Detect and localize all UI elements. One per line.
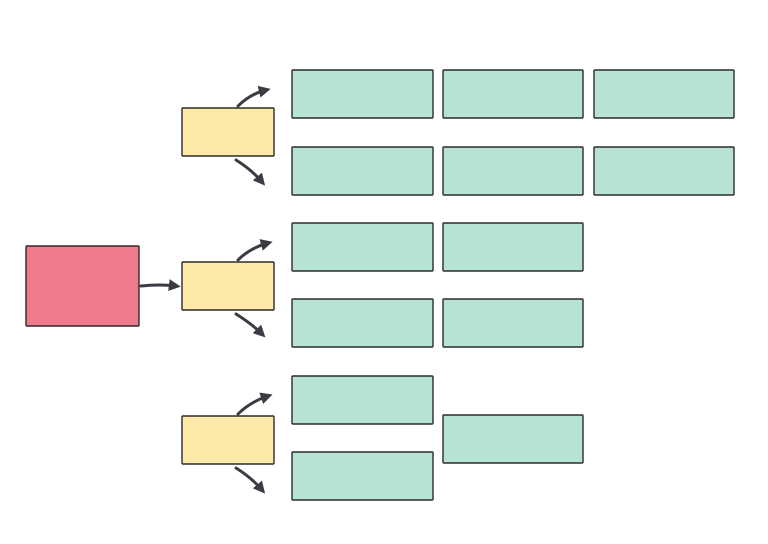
leaf-node — [291, 375, 434, 425]
branch-1-down-arrow — [234, 158, 266, 186]
leaf-node — [291, 298, 434, 348]
leaf-node — [291, 451, 434, 501]
branch-3-down-arrow — [234, 466, 266, 494]
leaf-node — [291, 69, 434, 119]
leaf-node — [442, 222, 584, 272]
branch-2-up-arrow — [236, 239, 273, 262]
root-to-branch-2-arrow — [139, 279, 181, 292]
leaf-node — [442, 146, 584, 196]
leaf-node — [593, 146, 735, 196]
leaf-node — [442, 298, 584, 348]
leaf-node — [593, 69, 735, 119]
branch-2-down-arrow — [234, 312, 266, 338]
branch-3-up-arrow — [236, 392, 273, 416]
leaf-node — [291, 222, 434, 272]
branch-node-3 — [181, 415, 275, 465]
leaf-node — [442, 414, 584, 464]
root-node — [25, 245, 140, 327]
branch-1-up-arrow — [236, 85, 271, 108]
leaf-node — [291, 146, 434, 196]
branch-node-1 — [181, 107, 275, 157]
branch-node-2 — [181, 261, 275, 311]
leaf-node — [442, 69, 584, 119]
